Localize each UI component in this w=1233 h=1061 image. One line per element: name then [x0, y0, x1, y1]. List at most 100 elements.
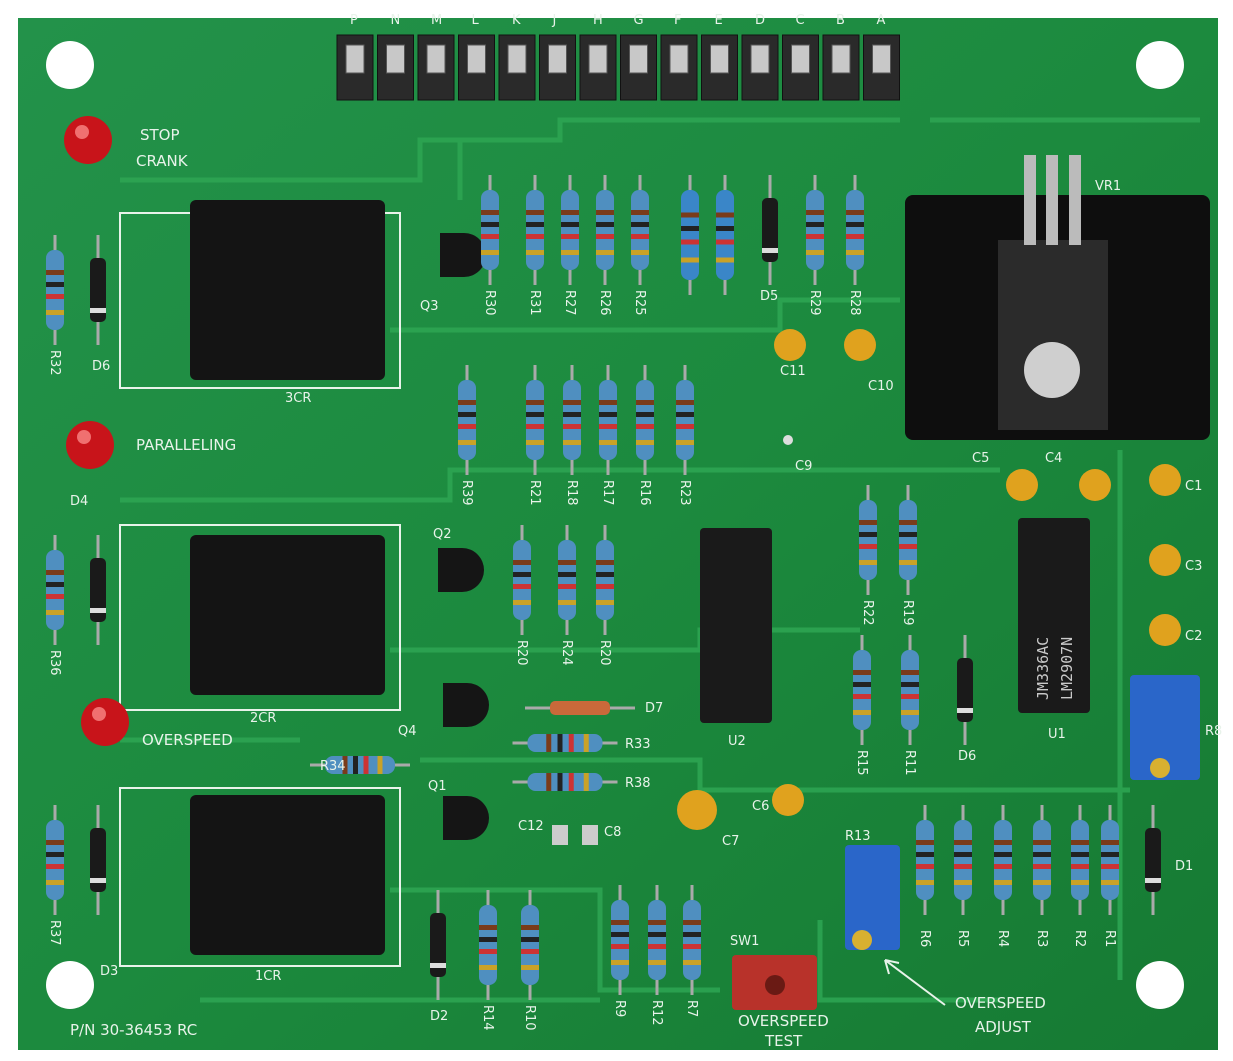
resistor-band	[636, 424, 654, 429]
mounting-hole	[46, 41, 94, 89]
resistor-band	[596, 560, 614, 565]
resistor-band	[1101, 880, 1119, 885]
resistor	[599, 380, 617, 460]
resistor	[521, 905, 539, 985]
terminal-screw	[629, 44, 648, 74]
resistor	[1033, 820, 1051, 900]
resistor-label: R30	[482, 290, 497, 316]
resistor-band	[481, 222, 499, 227]
capacitor	[1149, 614, 1181, 646]
terminal-screw	[548, 44, 567, 74]
terminal-screw	[710, 44, 729, 74]
resistor-band	[1071, 840, 1089, 845]
resistor-band	[1101, 840, 1119, 845]
resistor-band	[716, 239, 734, 245]
resistor	[481, 190, 499, 270]
copper-traces	[120, 117, 1200, 1003]
pin-label: G	[634, 13, 644, 28]
voltage-regulator	[998, 240, 1108, 430]
transistor	[440, 233, 486, 277]
resistor-band	[994, 880, 1012, 885]
resistor-band	[676, 424, 694, 429]
diode	[430, 913, 446, 977]
resistor-band	[899, 544, 917, 549]
resistor-band	[648, 944, 666, 949]
resistor	[46, 820, 64, 900]
resistor	[561, 190, 579, 270]
trimpot-adjust-screw	[852, 930, 872, 950]
mounting-hole	[1136, 961, 1184, 1009]
resistor-label: R6	[917, 930, 932, 947]
terminal-screw	[386, 44, 405, 74]
resistor-band	[648, 960, 666, 965]
resistor-band	[716, 212, 734, 218]
resistor	[527, 734, 603, 752]
resistor	[479, 905, 497, 985]
resistor-band	[46, 840, 64, 845]
regulator-lead	[1046, 155, 1058, 245]
terminal-screw	[507, 44, 527, 74]
resistor-band	[513, 600, 531, 605]
resistor-band	[568, 773, 574, 791]
resistor-band	[46, 310, 64, 315]
capacitor	[1006, 469, 1038, 501]
resistor-band	[648, 920, 666, 925]
resistor-band	[521, 937, 539, 942]
resistor-label: R20	[597, 640, 612, 666]
resistor-label: R38	[625, 776, 651, 791]
ic-marking: JM336AC	[1034, 637, 1052, 700]
resistor-band	[363, 756, 369, 774]
pin-label: L	[472, 13, 480, 28]
terminal-screw	[426, 44, 446, 74]
resistor-band	[521, 925, 539, 930]
resistor-band	[1033, 880, 1051, 885]
resistor-band	[846, 250, 864, 255]
pin-label: F	[674, 13, 681, 28]
pin-label: D	[755, 13, 765, 28]
switch-button	[765, 975, 785, 995]
resistor-band	[563, 412, 581, 417]
terminal-screw	[872, 44, 891, 74]
terminal-screw	[831, 44, 851, 74]
pin-label: H	[593, 13, 603, 28]
adjust-label: OVERSPEED	[955, 994, 1046, 1012]
resistor-band	[458, 440, 476, 445]
resistor-band	[901, 682, 919, 687]
resistor-label: R1	[1102, 930, 1117, 947]
diode	[90, 828, 106, 892]
resistor-band	[583, 773, 589, 791]
resistor	[513, 540, 531, 620]
resistor-band	[526, 210, 544, 215]
resistor-band	[846, 222, 864, 227]
capacitor	[1149, 544, 1181, 576]
trimpot-label: R13	[845, 829, 871, 844]
ic-label: U1	[1048, 727, 1066, 742]
resistor-band	[568, 734, 574, 752]
capacitor-pad	[783, 435, 793, 445]
resistor	[526, 190, 544, 270]
resistor-label: R34	[320, 759, 346, 774]
resistor	[558, 540, 576, 620]
resistor-band	[561, 210, 579, 215]
resistor-band	[458, 400, 476, 405]
resistor-band	[596, 222, 614, 227]
resistor	[648, 900, 666, 980]
ic-u2	[700, 528, 772, 723]
resistor	[526, 380, 544, 460]
relay	[190, 795, 385, 955]
resistor-band	[46, 294, 64, 299]
resistor-band	[859, 560, 877, 565]
terminal-screw	[345, 44, 365, 74]
diode	[1145, 828, 1161, 892]
resistor-band	[583, 734, 589, 752]
capacitor-label: C3	[1185, 559, 1202, 574]
capacitor	[677, 790, 717, 830]
resistor-band	[631, 222, 649, 227]
resistor-band	[683, 944, 701, 949]
resistor-band	[954, 840, 972, 845]
resistor	[46, 550, 64, 630]
resistor	[596, 540, 614, 620]
resistor-band	[558, 584, 576, 589]
resistor-label: R26	[597, 290, 612, 316]
part-number: P/N 30-36453 RC	[70, 1021, 197, 1039]
